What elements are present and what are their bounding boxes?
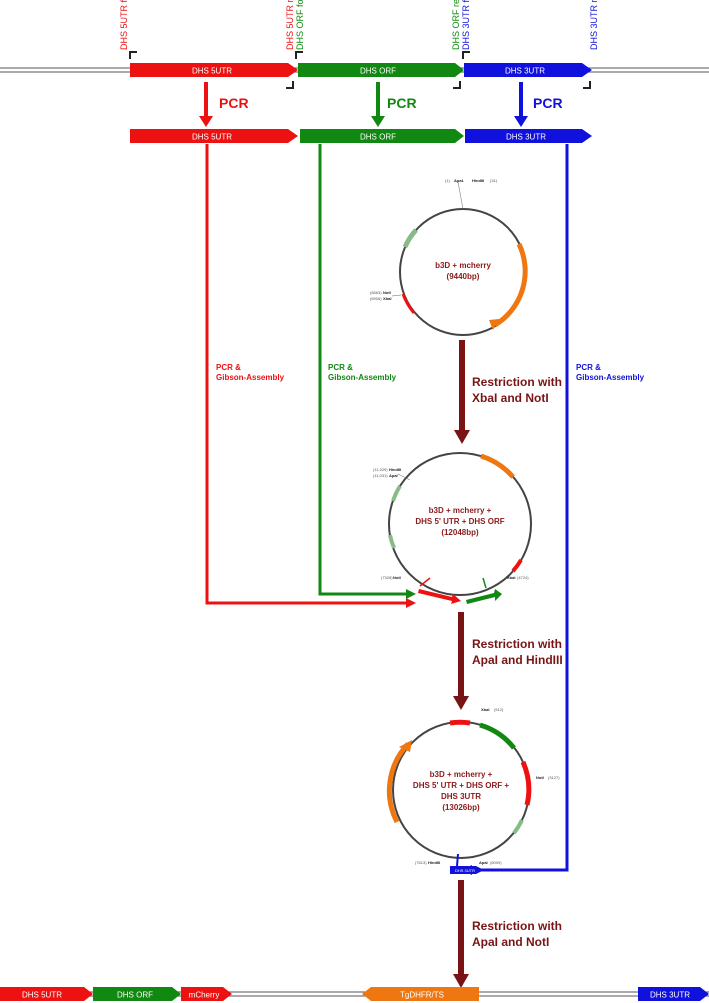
plasmid1-site-noti: NotI [383, 290, 391, 295]
plasmid2-num-d: (4724) [517, 575, 529, 580]
plasmid1-site-hindiii: HindIII [472, 178, 484, 183]
pcr-label-blue: PCR [533, 95, 563, 111]
genome-orf-arrow: DHS ORF [298, 63, 464, 77]
primer-markers [129, 51, 591, 89]
product-utr3-label: DHS 3UTR [506, 133, 546, 142]
final-utr3-label: DHS 3UTR [650, 991, 690, 1000]
plasmid1-site-xbai: XbaI [383, 296, 391, 301]
gibson-lines [205, 144, 569, 875]
pcr-label-green: PCR [387, 95, 417, 111]
primer-orf-for: DHS ORF for [295, 0, 305, 50]
plasmid3-num-d: (6009) [490, 860, 502, 865]
restriction1-line2: XbaI and NotI [472, 391, 549, 405]
gibson-blue-line2: Gibson-Assembly [576, 373, 645, 382]
plasmid3-line3: DHS 3UTR [441, 792, 481, 801]
plasmid2-num-b: (11,031) [373, 473, 388, 478]
genome-utr3-arrow: DHS 3UTR [464, 63, 592, 77]
plasmid1-num-left1: (6863) [370, 290, 382, 295]
gibson-red-line1: PCR & [216, 363, 241, 372]
primer-utr3-rev: DHS 3UTR rev [589, 0, 599, 50]
pcr-products: DHS 5UTR DHS ORF DHS 3UTR [130, 129, 592, 143]
final-orf-label: DHS ORF [117, 991, 153, 1000]
final-utr5-label: DHS 5UTR [22, 991, 62, 1000]
gibson-green-line2: Gibson-Assembly [328, 373, 397, 382]
pcr-arrows [199, 82, 528, 127]
plasmid2-num-a: (11,029) [373, 467, 388, 472]
plasmid-2: b3D + mcherry + DHS 5' UTR + DHS ORF (12… [373, 452, 532, 604]
plasmid3-num-b: (3127) [548, 775, 560, 780]
plasmid2-site-hindiii: HindIII [389, 467, 401, 472]
plasmid1-num-top1: (1) [445, 178, 451, 183]
primer-utr3-for: DHS 3UTR for [461, 0, 471, 50]
plasmid1-num-left2: (6906) [370, 296, 382, 301]
plasmid3-num-a: (512) [494, 707, 504, 712]
restriction2-line2: ApaI and HindIII [472, 653, 563, 667]
genome-utr5-arrow: DHS 5UTR [130, 63, 298, 77]
gibson-green-line1: PCR & [328, 363, 353, 372]
plasmid3-size: (13026bp) [442, 803, 480, 812]
pcr-label-red: PCR [219, 95, 249, 111]
restriction-arrow-1 [454, 340, 470, 444]
plasmid1-name: b3D + mcherry [435, 261, 491, 270]
restriction3-line2: ApaI and NotI [472, 935, 549, 949]
plasmid3-site-noti: NotI [536, 775, 544, 780]
plasmid1-site-apai: Apa1 [454, 178, 465, 183]
plasmid2-site-apai: ApaI [389, 473, 398, 478]
restriction3-line1: Restriction with [472, 919, 562, 933]
restriction1-line1: Restriction with [472, 375, 562, 389]
plasmid3-site-apai: ApaI [479, 860, 488, 865]
primer-orf-rev: DHS ORF rev [451, 0, 461, 50]
plasmid3-feature-utr3: DHS 3UTR [455, 868, 475, 873]
plasmid3-site-hindiii: HindIII [428, 860, 440, 865]
plasmid2-line1: b3D + mcherry + [429, 506, 492, 515]
plasmid1-num-top2: (31) [490, 178, 498, 183]
plasmid2-num-c: (7328) [381, 575, 393, 580]
restriction-arrow-2 [453, 612, 469, 710]
final-tgdhfr-label: TgDHFR/TS [400, 991, 444, 1000]
genome-utr3-label: DHS 3UTR [505, 67, 545, 76]
final-mcherry-label: mCherry [189, 991, 220, 1000]
plasmid2-line2: DHS 5' UTR + DHS ORF [415, 517, 504, 526]
genomic-locus: DHS 5UTR DHS ORF DHS 3UTR [0, 63, 709, 77]
plasmid3-line1: b3D + mcherry + [430, 770, 493, 779]
primer-utr5-for: DHS 5UTR for [119, 0, 129, 50]
plasmid3-num-c: (7613) [415, 860, 427, 865]
gibson-blue-line1: PCR & [576, 363, 601, 372]
plasmid1-size: (9440bp) [447, 272, 480, 281]
restriction2-line1: Restriction with [472, 637, 562, 651]
plasmid3-line2: DHS 5' UTR + DHS ORF + [413, 781, 509, 790]
genome-utr5-label: DHS 5UTR [192, 67, 232, 76]
final-construct: DHS 5UTR DHS ORF mCherry TgDHFR/TS DHS 3… [0, 987, 709, 1001]
plasmid-1: b3D + mcherry (9440bp) (1) Apa1 HindIII … [370, 178, 528, 336]
plasmid2-site-noti: NotI [393, 575, 401, 580]
gibson-red-line2: Gibson-Assembly [216, 373, 285, 382]
plasmid2-size: (12048bp) [441, 528, 479, 537]
plasmid2-site-xbai: XbaI [507, 575, 515, 580]
product-utr5-label: DHS 5UTR [192, 133, 232, 142]
plasmid-3: b3D + mcherry + DHS 5' UTR + DHS ORF + D… [386, 707, 560, 874]
plasmid3-site-xbai: XbaI [481, 707, 489, 712]
product-orf-label: DHS ORF [360, 133, 396, 142]
genome-orf-label: DHS ORF [360, 67, 396, 76]
primer-utr5-rev: DHS 5UTR rev [285, 0, 295, 50]
restriction-arrow-3 [453, 880, 469, 988]
